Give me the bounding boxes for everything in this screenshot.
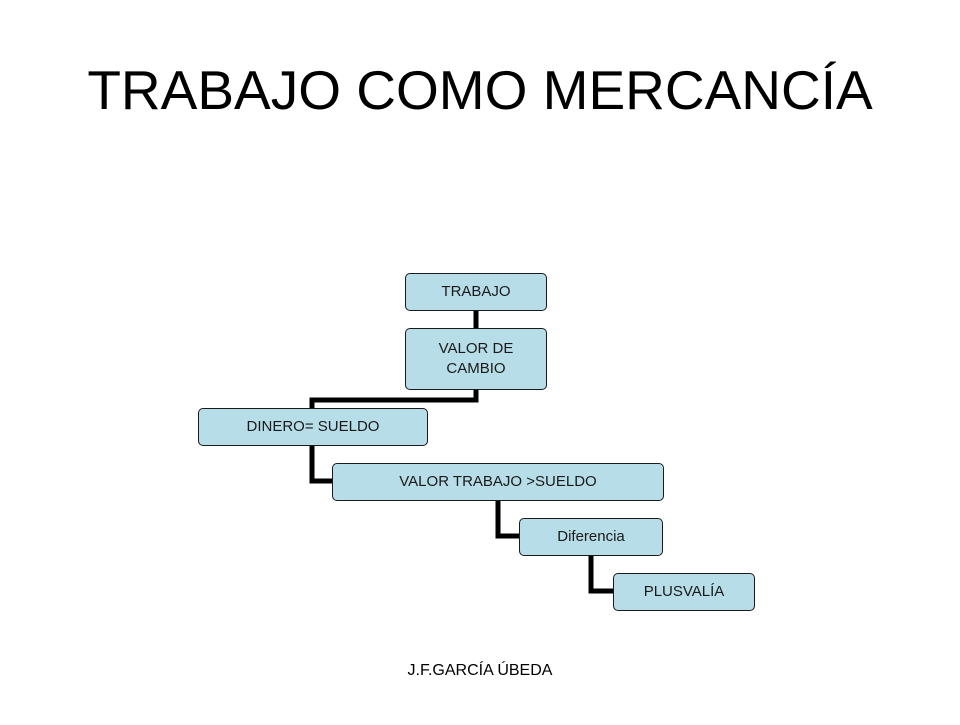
- author-footer: J.F.GARCÍA ÚBEDA: [407, 662, 553, 679]
- node-label: TRABAJO: [441, 283, 511, 300]
- node-valor-de-cambio: VALOR DE CAMBIO: [405, 328, 547, 390]
- connector-valor-dinero: [309, 390, 479, 408]
- node-plusvalia: PLUSVALÍA: [613, 573, 755, 611]
- connector-diferencia-plusvalia: [588, 556, 613, 594]
- node-label: Diferencia: [557, 528, 625, 545]
- node-dinero-sueldo: DINERO= SUELDO: [198, 408, 428, 446]
- slide-title: TRABAJO COMO MERCANCÍA: [87, 59, 873, 121]
- node-label: DINERO= SUELDO: [246, 418, 380, 435]
- node-trabajo: TRABAJO: [405, 273, 547, 311]
- node-diferencia: Diferencia: [519, 518, 663, 556]
- node-label: VALOR TRABAJO >SUELDO: [399, 473, 597, 490]
- connector-dinero-valortrabajo: [309, 446, 332, 484]
- node-label: VALOR DE CAMBIO: [438, 340, 514, 377]
- connector-valortrabajo-diferencia: [495, 501, 519, 539]
- node-valor-trabajo-sueldo: VALOR TRABAJO >SUELDO: [332, 463, 664, 501]
- node-label: PLUSVALÍA: [643, 583, 725, 600]
